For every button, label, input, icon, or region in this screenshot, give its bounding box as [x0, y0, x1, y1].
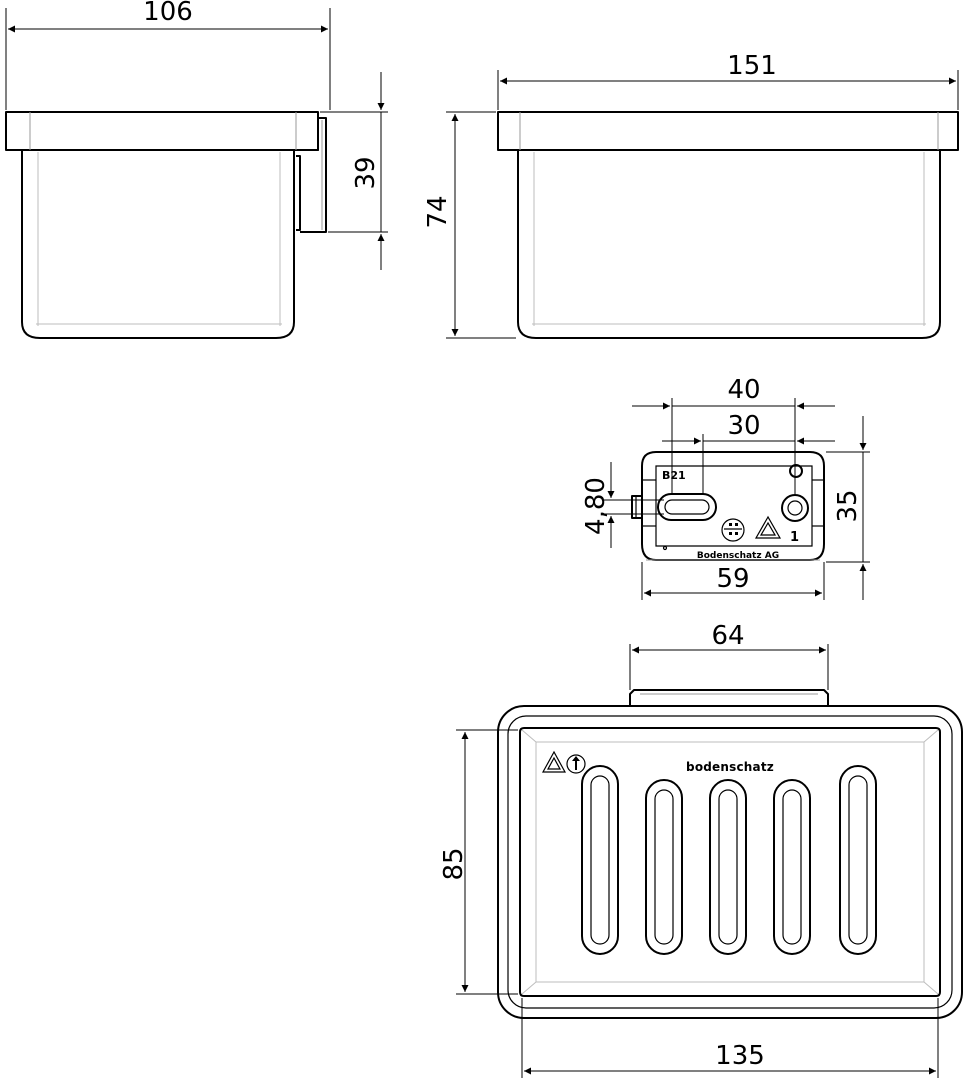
- part-number-label: 1: [790, 530, 799, 545]
- top-view: bodenschatz 64 85 135: [439, 621, 963, 1078]
- vent-slot: [839, 765, 877, 955]
- dimension-side-tab-height: 39: [351, 156, 381, 189]
- cooking-pot-icon: [721, 518, 745, 542]
- dimension-end-outer: 40: [727, 375, 760, 405]
- maker-label: Bodenschatz AG: [697, 551, 779, 561]
- dimension-end-width: 59: [716, 564, 749, 594]
- dimension-top-depth: 85: [439, 847, 469, 880]
- vent-slot: [581, 765, 619, 955]
- vent-slot: [773, 779, 811, 955]
- brand-label: bodenschatz: [686, 760, 774, 774]
- dimension-top-tab: 64: [711, 621, 744, 651]
- dimension-front-width: 151: [727, 51, 777, 81]
- dimension-top-width: 135: [715, 1041, 765, 1071]
- recycling-icon: [754, 515, 782, 539]
- front-view: 151 74: [423, 51, 959, 339]
- dimension-side-depth: 106: [143, 0, 193, 27]
- dimension-end-height: 35: [833, 489, 863, 522]
- dimension-end-inner: 30: [727, 411, 760, 441]
- recycling-icon: [541, 750, 567, 773]
- part-code-label: B21: [662, 469, 686, 482]
- info-icon: [566, 754, 586, 774]
- side-view: 106 39: [5, 0, 388, 339]
- end-view: B21 1 Bodenschatz AG 40 30: [581, 375, 870, 600]
- cap-icon: [781, 464, 809, 522]
- vent-slot: [645, 779, 683, 955]
- dimension-end-slot: 4,80: [581, 477, 611, 535]
- vent-slot: [709, 779, 747, 955]
- dimension-front-height: 74: [423, 195, 453, 228]
